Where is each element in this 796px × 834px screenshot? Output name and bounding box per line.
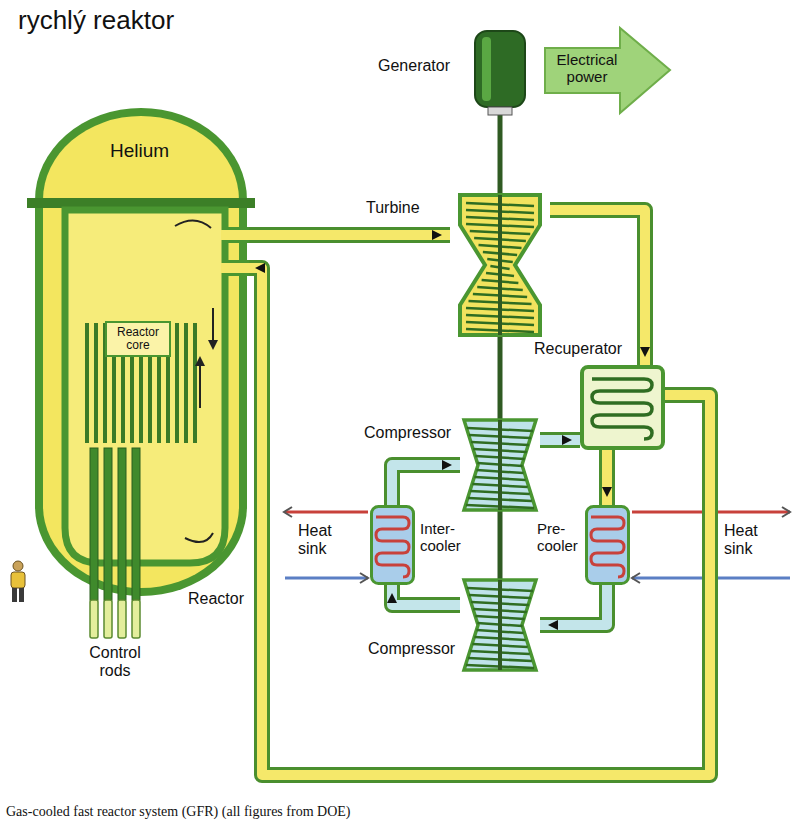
intercooler-label: Inter- cooler (420, 520, 468, 555)
helium-pipe (540, 585, 607, 630)
flow-arrowhead (432, 230, 442, 240)
core-label: Reactor core (112, 326, 164, 352)
drive-shaft (500, 115, 501, 195)
power-label: Electrical power (549, 51, 625, 86)
turbine-label: Turbine (366, 199, 420, 217)
control-rods-shape (85, 598, 145, 640)
generator-label: Generator (378, 57, 450, 75)
drive-shaft (500, 510, 501, 580)
helium-pipe (392, 460, 460, 505)
compressor-label: Compressor (364, 424, 451, 442)
generator: Generator (470, 25, 530, 115)
rods-label: Control rods (79, 644, 151, 681)
flow-arrowhead (442, 460, 452, 470)
flow-arrowhead (548, 620, 558, 630)
drive-shaft (500, 335, 501, 420)
compressor: Compressor (460, 420, 540, 510)
intercooler-shape (370, 505, 415, 585)
flow-arrowhead (387, 593, 397, 603)
compressor-shape (460, 420, 540, 510)
recuperator: Recuperator (580, 365, 665, 450)
power-arrow-shape (545, 28, 670, 113)
recuperator-shape (580, 365, 665, 450)
compressor-shape (460, 580, 540, 670)
flow-arrowhead (255, 263, 265, 273)
flow-arrowhead (640, 347, 650, 357)
turbine: Turbine (450, 195, 550, 335)
heat-sink-label: Heat sink (298, 522, 342, 559)
gas-label: Helium (110, 140, 169, 162)
generator-shape (470, 25, 530, 115)
reactor-vessel: HeliumReactorReactor core (35, 108, 247, 596)
reactor-core-box: Reactor core (105, 321, 171, 357)
person-figure (11, 561, 25, 602)
helium-pipe (247, 263, 710, 775)
flow-arrowhead (602, 487, 612, 497)
helium-pipe (247, 230, 450, 240)
compressor-label: Compressor (368, 640, 455, 658)
precooler-label: Pre- cooler (537, 520, 583, 555)
turbine-shape (450, 195, 550, 335)
precooler: Pre- cooler (585, 505, 630, 585)
helium-pipe (387, 585, 460, 605)
figure-caption: Gas-cooled fast reactor system (GFR) (al… (6, 804, 350, 820)
intercooler: Inter- cooler (370, 505, 415, 585)
flow-arrowhead (562, 435, 572, 445)
heat-sink-label: Heat sink (724, 522, 768, 559)
precooler-shape (585, 505, 630, 585)
recuperator-label: Recuperator (534, 340, 622, 358)
power-arrow: Electrical power (545, 28, 670, 113)
compressor: Compressor (460, 580, 540, 670)
control-rods: Control rods (85, 598, 145, 640)
helium-pipe (602, 450, 612, 505)
slide-title: rychlý reaktor (18, 6, 174, 36)
reactor-label: Reactor (188, 590, 244, 608)
helium-pipe (540, 435, 580, 445)
